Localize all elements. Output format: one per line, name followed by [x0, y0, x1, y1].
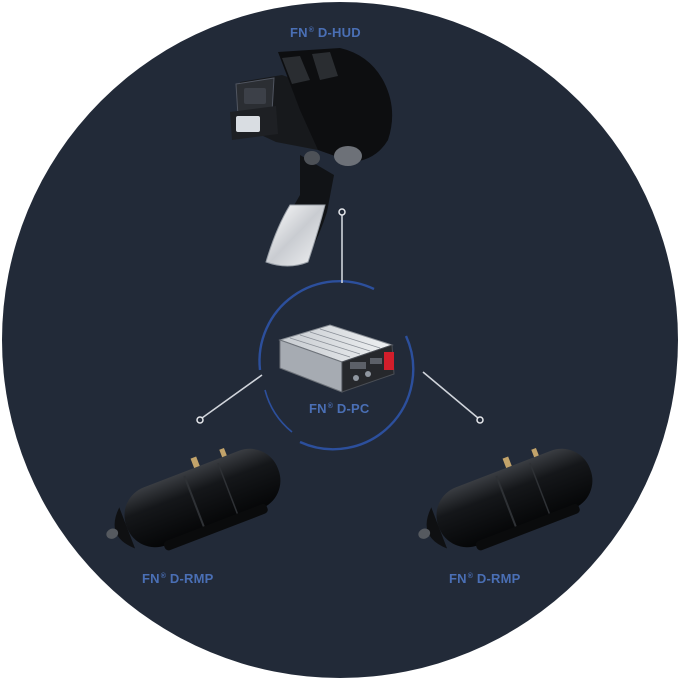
connector-node-right	[476, 416, 484, 424]
pc-unit-image	[278, 324, 395, 393]
hud-label-mark: ®	[308, 27, 315, 34]
hud-label-name: D-HUD	[317, 25, 361, 40]
pc-label: FN® D-PC	[309, 401, 369, 416]
connector-rmp-right	[422, 371, 479, 419]
connector-node-left	[196, 416, 204, 424]
connectors	[201, 214, 479, 419]
hud-label-prefix: FN	[290, 25, 308, 40]
rmp-left-label: FN® D-RMP	[142, 571, 214, 586]
rmp-left-label-name: D-RMP	[169, 571, 214, 586]
connector-rmp-left	[201, 374, 263, 419]
pc-label-prefix: FN	[309, 401, 327, 416]
hud-unit-image	[230, 48, 393, 267]
rmp-right-label-prefix: FN	[449, 571, 467, 586]
connector-node-hud	[338, 208, 346, 216]
rmp-left-label-mark: ®	[160, 573, 167, 580]
pc-label-name: D-PC	[336, 401, 370, 416]
rmp-right-label: FN® D-RMP	[449, 571, 521, 586]
center-ring	[258, 279, 415, 451]
rmp-right-label-mark: ®	[467, 573, 474, 580]
rmp-left-image	[106, 447, 281, 551]
connector-nodes	[196, 208, 484, 424]
rmp-left-label-prefix: FN	[142, 571, 160, 586]
pc-label-mark: ®	[327, 403, 334, 410]
rmp-right-image	[418, 447, 593, 551]
rmp-right-label-name: D-RMP	[476, 571, 521, 586]
hud-label: FN® D-HUD	[290, 25, 361, 40]
